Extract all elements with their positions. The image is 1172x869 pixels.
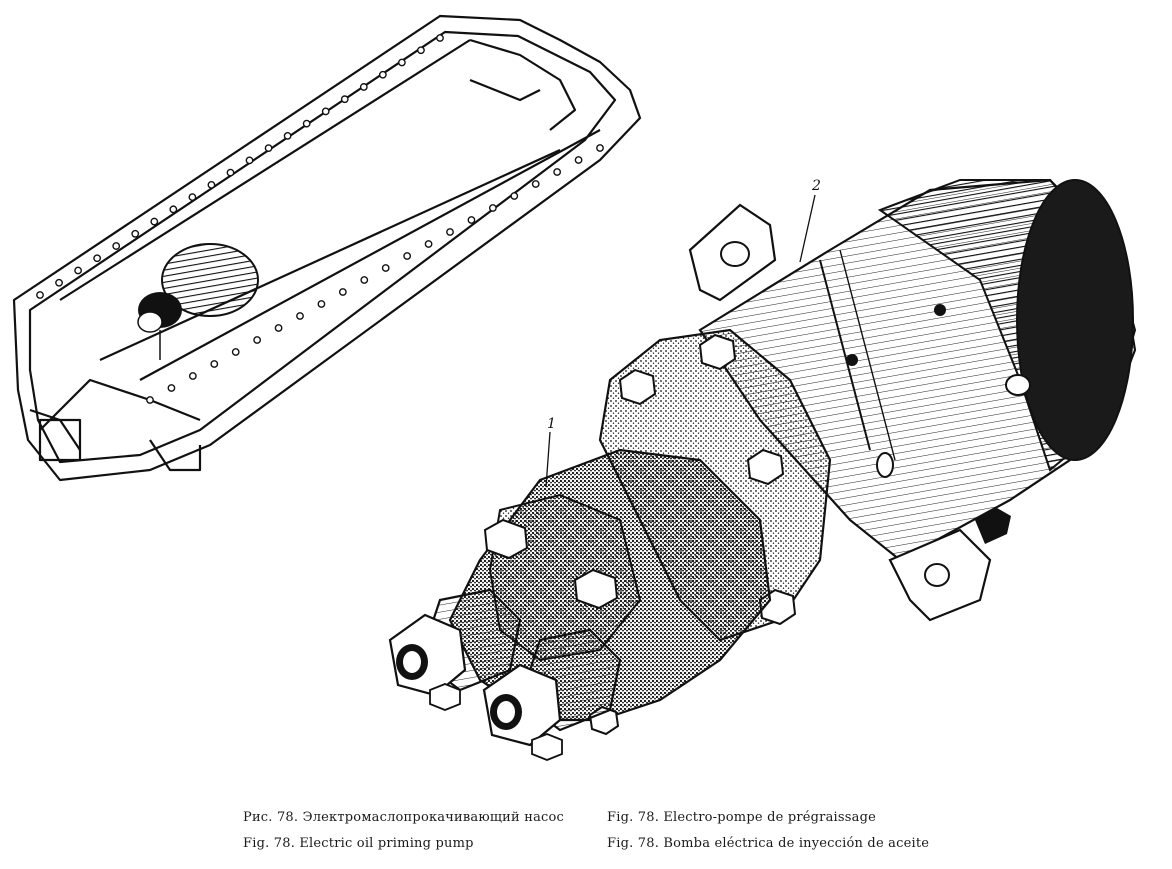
bolt-hole <box>167 384 176 392</box>
bolt-hole <box>338 288 347 296</box>
bolt-hole <box>93 254 102 263</box>
bolt-hole <box>112 242 121 250</box>
outlet-fitting-upper <box>388 588 522 711</box>
bolt-hole <box>283 132 292 140</box>
bolt-hole <box>169 205 178 214</box>
bolt-hole <box>359 83 368 91</box>
bolt-hole <box>467 216 476 224</box>
caption-fr: Fig. 78. Electro-pompe de prégraissage <box>607 810 877 825</box>
bolt-hole <box>574 156 583 164</box>
bolt-hole <box>245 156 254 165</box>
bolt-hole <box>596 144 604 152</box>
bolt-hole <box>74 266 82 275</box>
bolt-hole <box>296 312 304 320</box>
bolt-hole <box>531 180 540 188</box>
bolt-hole <box>131 229 140 238</box>
pump-assembly <box>388 178 1137 761</box>
outlet-fitting-lower <box>482 628 622 761</box>
caption-ru: Рис. 78. Электромаслопрокачивающий насос <box>243 810 565 825</box>
bolt-hole <box>510 192 519 200</box>
bolt-hole <box>446 228 454 236</box>
bolt-hole <box>226 168 235 177</box>
callout-1: 1 <box>547 416 556 432</box>
bolt-hole <box>398 58 406 67</box>
bolt-hole <box>488 204 497 212</box>
callout-2: 2 <box>811 178 821 194</box>
crankcase-outline <box>12 14 642 482</box>
bolt-hole <box>403 252 412 260</box>
bolt-hole <box>55 278 63 287</box>
bolt-hole <box>340 95 349 104</box>
bolt-hole <box>274 324 283 332</box>
bolt-hole <box>264 144 273 153</box>
bolt-hole <box>378 70 387 79</box>
bolt-hole <box>317 300 326 308</box>
bolt-hole <box>321 107 330 116</box>
bolt-hole <box>424 240 433 248</box>
bolt-hole <box>436 34 444 42</box>
bolt-hole <box>253 336 262 344</box>
caption-es: Fig. 78. Bomba eléctrica de inyección de… <box>607 836 930 851</box>
bolt-hole <box>553 168 562 176</box>
bolt-hole <box>150 217 159 226</box>
bolt-hole <box>207 180 216 189</box>
bolt-hole <box>417 46 425 55</box>
bolt-hole <box>360 276 369 284</box>
bolt-hole <box>36 291 44 299</box>
callout-leaders <box>545 194 816 488</box>
caption-en: Fig. 78. Electric oil priming pump <box>243 836 474 851</box>
bolt-hole <box>302 119 311 128</box>
bolt-hole <box>188 372 197 380</box>
bolt-hole <box>146 396 154 404</box>
bolt-hole <box>381 264 390 272</box>
bolt-hole <box>231 348 240 356</box>
pump-in-crankcase <box>137 243 259 360</box>
bolt-hole <box>188 193 197 201</box>
bolt-hole <box>210 360 219 368</box>
crankcase-bolt-holes <box>36 34 604 404</box>
